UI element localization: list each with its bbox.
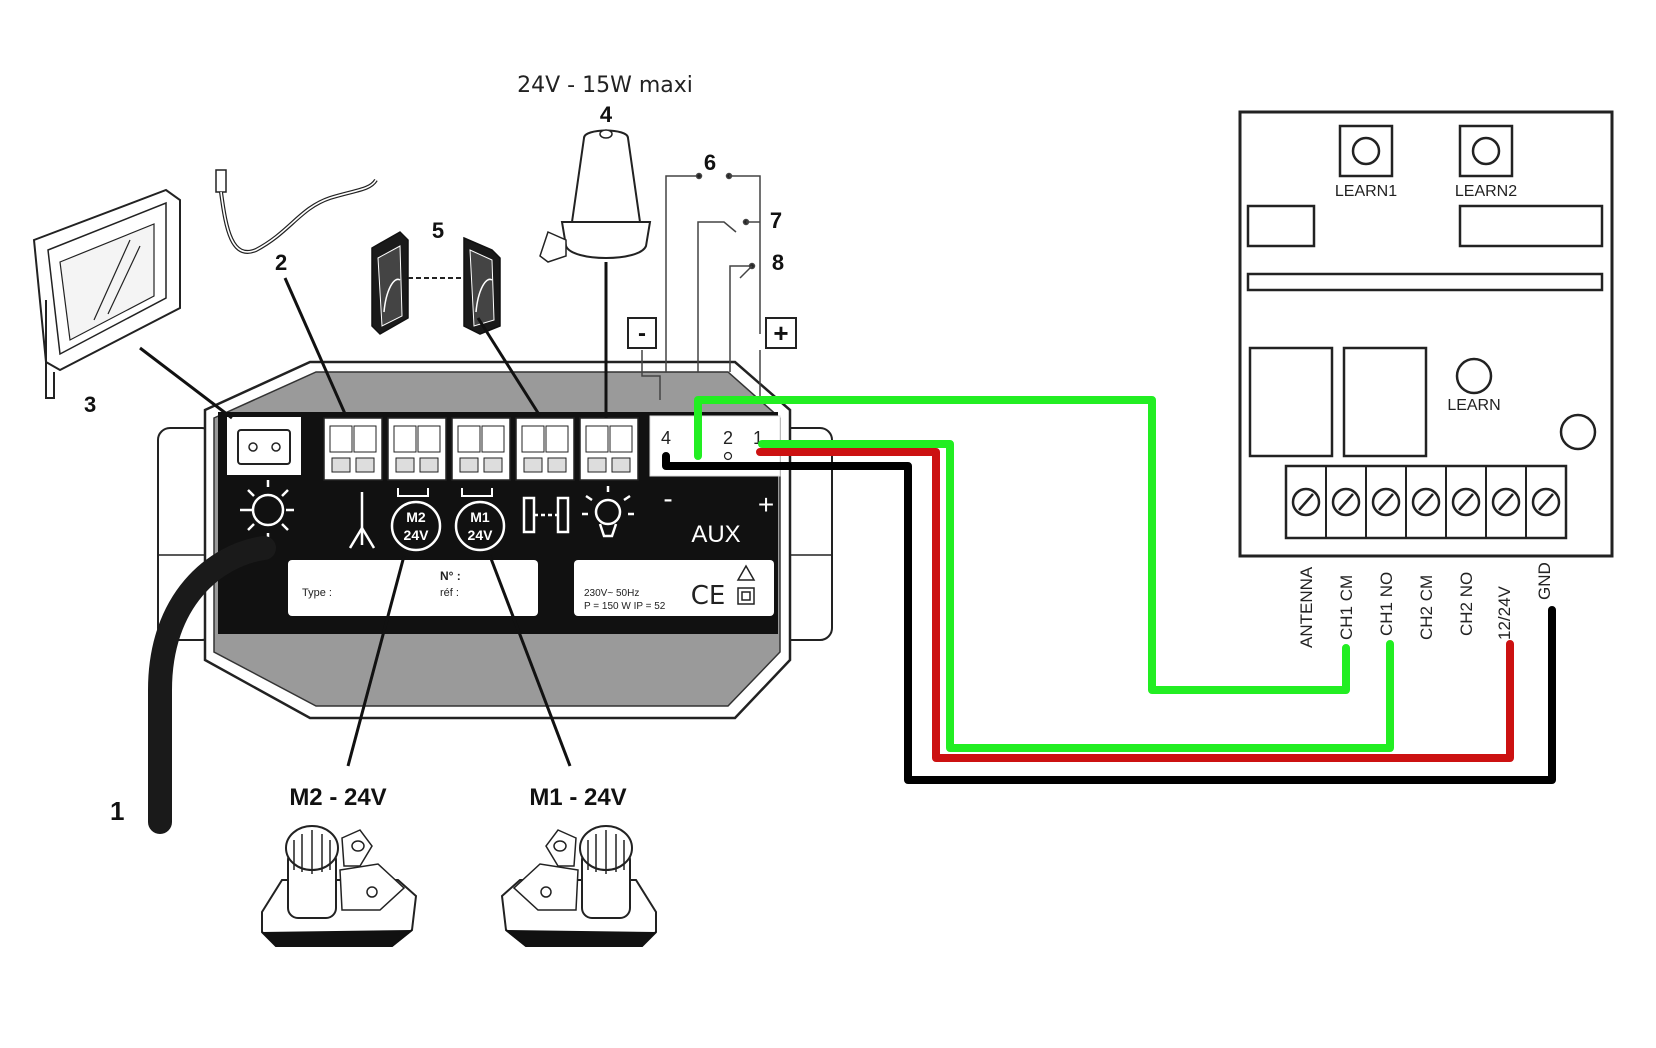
aux-minus-label: - [663,483,672,514]
aux-terminal-2: 2 [723,428,733,448]
relay-2 [1342,346,1428,458]
motor-m1-label: M1 - 24V [529,784,626,811]
type-plate: Type : N° : réf : [288,560,538,616]
photocell-pair-icon [371,231,501,335]
lamp-symbol-icon [240,480,294,540]
minus-box: - [627,317,657,349]
terminal-label-ch2-no: CH2 NO [1457,572,1476,636]
label-7: 7 [770,208,782,233]
double-insulation-icon [737,587,755,605]
aux-terminal-1: 1 [753,428,763,448]
motor-m1-symbol-icon: M1 24V [454,488,506,552]
learn-button[interactable] [1455,357,1493,395]
learn2-button[interactable] [1458,124,1514,178]
minus-box-label: - [638,320,646,347]
plus-box-label: + [773,318,788,348]
wire-black-gnd [662,452,1556,784]
component-block [1246,204,1316,248]
led-indicator [1559,413,1597,451]
power-socket [227,417,301,475]
label-4: 4 [600,102,613,127]
motor-m2-symbol-icon: M2 24V [390,488,442,552]
plate-number-label: N° : [440,569,461,583]
terminal-label-antenna: ANTENNA [1297,566,1316,648]
antenna-symbol-icon [348,492,376,549]
m2-symbol-voltage: 24V [404,527,430,543]
wire-green-ch1-no [758,440,1394,752]
rating-plate: 230V~ 50Hz P = 150 W IP = 52 CE [574,560,774,616]
learn1-label: LEARN1 [1335,183,1397,200]
component-block [1458,204,1604,248]
aux-terminal-4: 4 [661,428,671,448]
label-6: 6 [704,150,716,175]
plate-type-label: Type : [302,587,332,599]
plus-box: + [765,317,797,349]
plate-ref-label: réf : [440,587,459,599]
learn-label: LEARN [1447,397,1500,414]
flash-rating-label: 24V - 15W maxi [517,73,693,98]
motor-m2-label: M2 - 24V [289,784,386,811]
floodlight-icon [32,188,181,399]
terminal-label-ch1-cm: CH1 CM [1337,575,1356,640]
terminal-label-gnd: GND [1535,562,1554,600]
warning-triangle-icon [736,564,756,581]
push-button-switches [641,172,761,400]
m1-symbol-voltage: 24V [468,527,494,543]
learn1-button[interactable] [1338,124,1394,178]
photocell-symbol-icon [522,496,570,534]
m1-symbol-label: M1 [470,509,490,525]
m2-symbol-label: M2 [406,509,426,525]
ce-mark: CE [691,581,726,611]
label-5: 5 [432,218,444,243]
label-8: 8 [772,250,784,275]
motor-m1-icon [500,825,657,947]
terminal-label-ch1-no: CH1 NO [1377,572,1396,636]
wire-red-12-24v [756,448,1514,762]
terminal-label-12-24v: 12/24V [1495,585,1514,640]
rating-line-1: 230V~ 50Hz [584,588,639,599]
terminal-block-antenna [323,417,383,481]
rating-line-2: P = 150 W IP = 52 [584,601,666,612]
flash-bulb-symbol-icon [582,486,634,538]
motor-m2-icon [261,825,418,947]
label-1: 1 [110,796,124,826]
power-cable [148,536,276,834]
wiring [662,396,1556,784]
label-3: 3 [84,392,96,417]
control-box: 4 2 1 M2 24V M1 24V [157,360,833,720]
terminal-label-ch2-cm: CH2 CM [1417,575,1436,640]
component-strip [1246,272,1604,292]
wire-green-ch1-cm [694,396,1350,694]
label-2: 2 [275,250,287,275]
learn2-label: LEARN2 [1455,183,1517,200]
flash-lamp-icon [539,129,652,263]
terminal-block-flash [579,417,639,481]
aux-label: AUX [691,521,740,548]
terminal-block-photocells [515,417,575,481]
terminal-block-m2 [387,417,447,481]
receiver-board: LEARN1 LEARN2 LEARN ANTENNA CH1 CM CH1 N… [1238,110,1614,648]
terminal-block-m1 [451,417,511,481]
relay-1 [1248,346,1334,458]
aux-plus-label: + [758,489,774,520]
antenna-icon [215,169,378,254]
